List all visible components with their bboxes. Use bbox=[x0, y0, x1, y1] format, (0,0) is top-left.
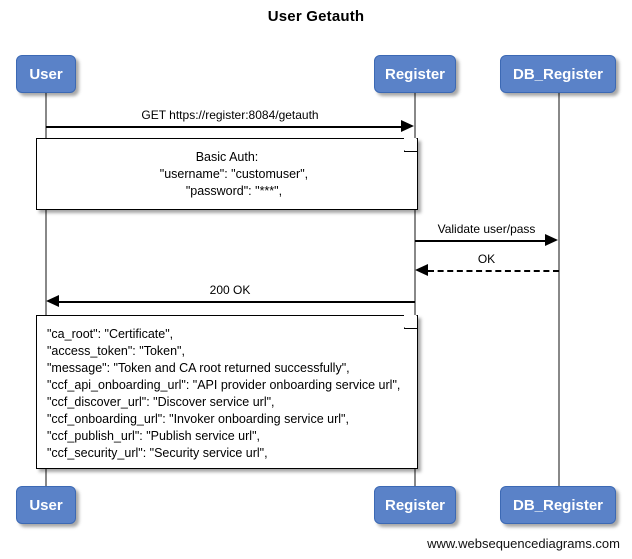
message-line-ok bbox=[428, 270, 559, 272]
actor-label: User bbox=[29, 65, 63, 83]
actor-user-top[interactable]: User bbox=[16, 55, 76, 93]
actor-register-top[interactable]: Register bbox=[374, 55, 456, 93]
lifeline-db-register bbox=[558, 93, 560, 487]
message-line-validate-user-pass bbox=[415, 240, 546, 242]
note-fold-corner-icon bbox=[404, 315, 417, 329]
actor-label: User bbox=[29, 496, 63, 514]
actor-db-register-top[interactable]: DB_Register bbox=[500, 55, 616, 93]
message-label-get-getauth: GET https://register:8084/getauth bbox=[141, 108, 319, 122]
message-line-get-getauth bbox=[46, 126, 402, 128]
page-title: User Getauth bbox=[267, 8, 365, 25]
message-label-validate-user-pass: Validate user/pass bbox=[437, 222, 536, 236]
actor-register-bottom[interactable]: Register bbox=[374, 486, 456, 524]
note-basic-auth-text: Basic Auth: "username": "customuser", "p… bbox=[159, 150, 309, 198]
actor-label: Register bbox=[384, 496, 446, 514]
note-response-body: "ca_root": "Certificate", "access_token"… bbox=[36, 315, 418, 469]
message-label-200-ok: 200 OK bbox=[209, 283, 251, 297]
actor-label: DB_Register bbox=[512, 65, 604, 83]
arrow-head-validate-user-pass bbox=[545, 234, 558, 246]
actor-label: Register bbox=[384, 65, 446, 83]
actor-user-bottom[interactable]: User bbox=[16, 486, 76, 524]
note-basic-auth: Basic Auth: "username": "customuser", "p… bbox=[36, 138, 418, 210]
message-line-200-ok bbox=[59, 301, 415, 303]
actor-db-register-bottom[interactable]: DB_Register bbox=[500, 486, 616, 524]
arrow-head-ok bbox=[415, 264, 428, 276]
footer-watermark: www.websequencediagrams.com bbox=[427, 536, 620, 551]
arrow-head-get-getauth bbox=[401, 120, 414, 132]
note-fold-corner-icon bbox=[404, 138, 417, 152]
message-label-ok: OK bbox=[477, 252, 496, 266]
actor-label: DB_Register bbox=[512, 496, 604, 514]
note-response-body-text: "ca_root": "Certificate", "access_token"… bbox=[47, 327, 401, 460]
arrow-head-200-ok bbox=[46, 295, 59, 307]
lifeline-register bbox=[414, 93, 416, 487]
lifeline-user bbox=[45, 93, 47, 487]
